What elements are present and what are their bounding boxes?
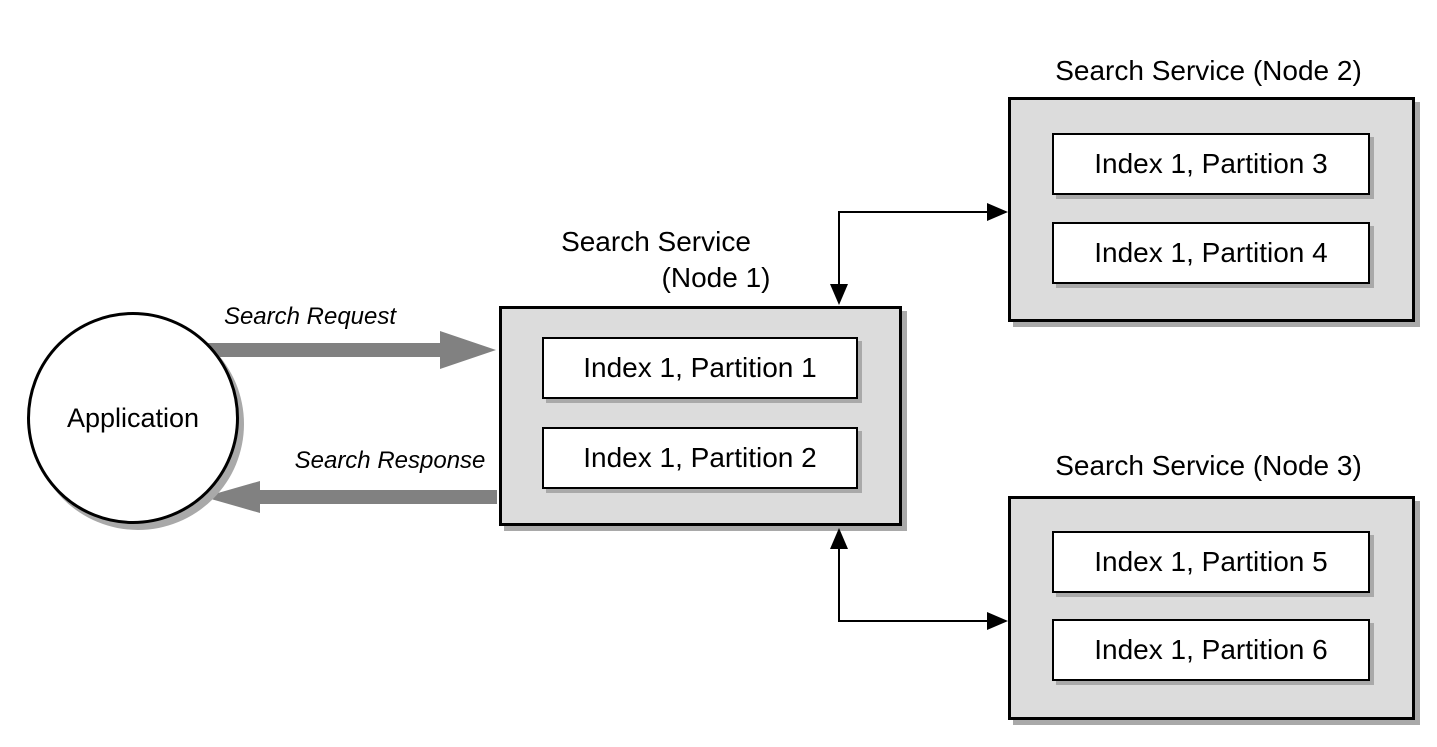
partition-box-6: Index 1, Partition 6: [1052, 619, 1370, 681]
application-node: Application: [27, 312, 239, 524]
partition-box-2: Index 1, Partition 2: [542, 427, 858, 489]
node2-title: Search Service (Node 2): [1055, 55, 1362, 86]
connector-node1-node3-horizontal: [838, 620, 988, 622]
partition-box-4: Index 1, Partition 4: [1052, 222, 1370, 284]
search-request-arrow: [204, 343, 440, 357]
node1-title-line2: (Node 1): [661, 262, 771, 293]
arrowhead-right-icon: [440, 331, 496, 369]
search-response-label: Search Response: [294, 447, 486, 474]
partition-label-1: Index 1, Partition 1: [583, 352, 817, 383]
partition-box-3: Index 1, Partition 3: [1052, 133, 1370, 195]
arrowhead-right-icon: [987, 203, 1008, 221]
search-request-label: Search Request: [223, 303, 397, 330]
node2-box: [1008, 97, 1415, 322]
partition-label-6: Index 1, Partition 6: [1094, 634, 1328, 665]
arrowhead-right-icon: [987, 612, 1008, 630]
partition-box-1: Index 1, Partition 1: [542, 337, 858, 399]
connector-node1-node2-vertical: [838, 211, 840, 285]
connector-node1-node3-vertical: [838, 549, 840, 622]
node3-title: Search Service (Node 3): [1055, 450, 1362, 481]
node3-box: [1008, 496, 1415, 720]
node1-title-line1: Search Service: [561, 226, 751, 257]
application-label: Application: [66, 402, 200, 433]
connector-node1-node2-horizontal: [838, 211, 988, 213]
partition-box-5: Index 1, Partition 5: [1052, 531, 1370, 593]
partition-label-3: Index 1, Partition 3: [1094, 148, 1328, 179]
partition-label-4: Index 1, Partition 4: [1094, 237, 1328, 268]
partition-label-2: Index 1, Partition 2: [583, 442, 817, 473]
arrowhead-up-icon: [830, 528, 848, 549]
arrowhead-down-icon: [830, 284, 848, 305]
search-response-arrow: [260, 490, 497, 504]
partition-label-5: Index 1, Partition 5: [1094, 546, 1328, 577]
